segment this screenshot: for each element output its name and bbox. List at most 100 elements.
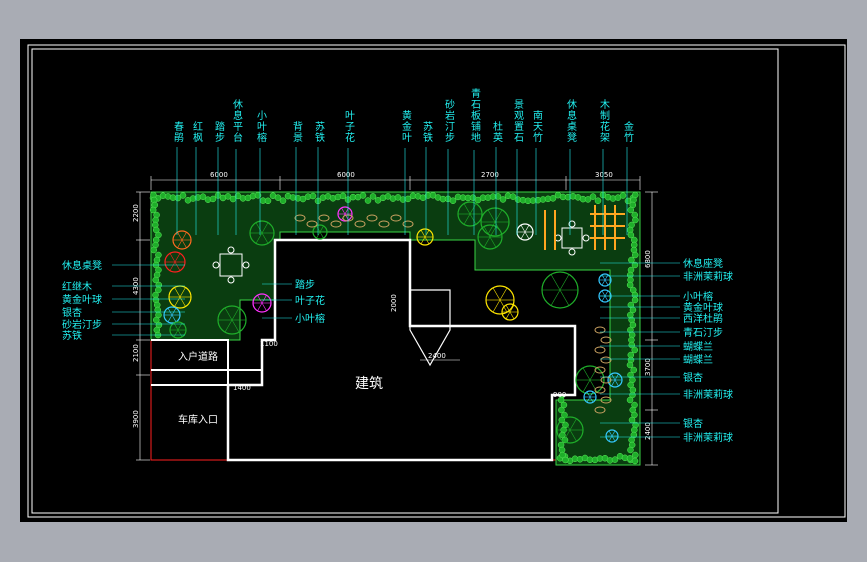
- tree-branch: [589, 391, 594, 398]
- right-plant-label: 小叶榕: [683, 290, 713, 303]
- tree-branch: [492, 299, 501, 313]
- top-plant-label: 小叶榕: [255, 110, 267, 143]
- top-plant-label: 砂岩汀步: [443, 98, 455, 143]
- stepping-stone: [594, 406, 606, 414]
- hedge-shrub: [364, 197, 372, 204]
- stepping-stone: [600, 356, 612, 364]
- tree-branch: [604, 274, 609, 281]
- tree-branch: [261, 302, 267, 311]
- hedge-shrub: [627, 206, 635, 214]
- hedge-shrub: [631, 457, 639, 465]
- building-label: 建筑: [355, 376, 383, 392]
- wood-pergola: [544, 205, 625, 250]
- right-dimension-line: [645, 191, 658, 466]
- tree-branch: [509, 311, 515, 320]
- tree-branch: [505, 304, 511, 313]
- hedge-shrub: [632, 451, 639, 459]
- stepping-stone: [594, 326, 606, 334]
- tree-branch: [257, 295, 263, 304]
- stepping-stone: [594, 366, 606, 374]
- dim-bottom-4: 900: [553, 391, 566, 399]
- tree-branch: [499, 287, 508, 301]
- hedge-shrub: [626, 361, 634, 369]
- right-plant-label: 黄金叶球: [683, 301, 723, 314]
- hedge-shrub: [626, 396, 634, 404]
- right-plant-label: 银杏: [683, 417, 703, 430]
- top-plant-label: 背景: [291, 120, 303, 143]
- left-plant-label: 黄金叶球: [62, 293, 102, 306]
- tree-branch: [181, 232, 187, 241]
- hedge-shrub: [499, 196, 507, 203]
- tree-branch: [524, 231, 530, 240]
- stepping-stone: [294, 214, 306, 222]
- drawing-sheet: 6000 6000 2700 3050 2200 4300 2100 3900 …: [20, 39, 847, 522]
- stepping-stone: [330, 220, 342, 228]
- tree-branch: [483, 236, 491, 248]
- top-plant-label: 苏铁: [313, 120, 325, 143]
- tree-branch: [231, 319, 240, 333]
- tree-branch: [489, 236, 497, 248]
- outer-frame: [27, 44, 846, 518]
- tree-branch: [341, 207, 346, 215]
- hedge-shrub: [549, 195, 557, 202]
- tree-branch: [255, 232, 263, 244]
- tree-branch: [586, 391, 591, 398]
- tree-branch: [524, 224, 530, 233]
- hedge-shrub: [628, 256, 635, 264]
- hedge-shrub: [174, 194, 182, 202]
- inner-plant-label: 小叶榕: [295, 312, 325, 325]
- hedge-shrub: [626, 281, 634, 289]
- hedge-shrub: [627, 446, 634, 454]
- hedge-shrub: [449, 197, 457, 204]
- top-plant-label: 休息平台: [231, 99, 243, 143]
- stepping-stone: [318, 214, 330, 222]
- hedge-shrub: [628, 341, 636, 349]
- dim-bottom-2: 1100: [260, 340, 278, 348]
- stepping-stone: [594, 346, 606, 354]
- dim-top-1: 6000: [210, 171, 228, 179]
- tree-branch: [601, 290, 606, 297]
- inner-plant-label: 叶子花: [295, 294, 325, 307]
- top-plant-label: 青石板铺地: [469, 87, 481, 143]
- hedge-shrub: [209, 195, 217, 203]
- tree-branch: [420, 229, 426, 238]
- hedge-shrub: [224, 193, 232, 200]
- stepping-stone: [402, 220, 414, 228]
- dim-right-2: 3700: [644, 358, 652, 376]
- tree-branch: [520, 231, 526, 240]
- tree-branch: [582, 379, 591, 393]
- tree-branch: [614, 379, 619, 387]
- building-outline: [226, 238, 577, 462]
- tree-branch: [177, 329, 183, 338]
- tree-branch: [173, 329, 179, 338]
- left-plant-label: 银杏: [62, 306, 82, 319]
- landscape-plan: 6000 6000 2700 3050 2200 4300 2100 3900 …: [27, 44, 846, 518]
- tree-branch: [231, 307, 240, 321]
- dim-bottom-bay: 2400: [428, 352, 446, 360]
- tree-branch: [604, 290, 609, 297]
- right-plant-label: 蝴蝶兰: [683, 340, 713, 353]
- tree-branch: [550, 274, 561, 291]
- tree-branch: [224, 319, 233, 333]
- hedge-shrub: [494, 193, 502, 200]
- tree-branch: [505, 311, 511, 320]
- tree-branch: [261, 222, 269, 234]
- tree-branch: [563, 429, 571, 442]
- top-plant-label: 苏铁: [421, 120, 433, 143]
- top-plant-label: 景观置石: [512, 99, 524, 143]
- plant-labels: 春鹃红枫踏步休息平台小叶榕背景苏铁叶子花黄金叶苏铁砂岩汀步青石板铺地杜英景观置石…: [62, 87, 733, 444]
- hedge-shrub: [309, 192, 317, 200]
- tree-branch: [550, 289, 561, 306]
- tree-branch: [177, 239, 183, 248]
- hedge-shrub: [611, 456, 619, 463]
- tree-branch: [589, 367, 598, 381]
- tree-branch: [483, 226, 491, 238]
- left-plant-label: 苏铁: [62, 329, 82, 342]
- tree-branch: [608, 430, 613, 437]
- top-plant-label: 踏步: [213, 120, 225, 143]
- tree-branch: [174, 253, 181, 263]
- hedge-shrub: [153, 316, 160, 324]
- tree-branch: [559, 274, 570, 291]
- top-plant-label: 木制花架: [598, 99, 610, 143]
- bay-window: [409, 289, 451, 367]
